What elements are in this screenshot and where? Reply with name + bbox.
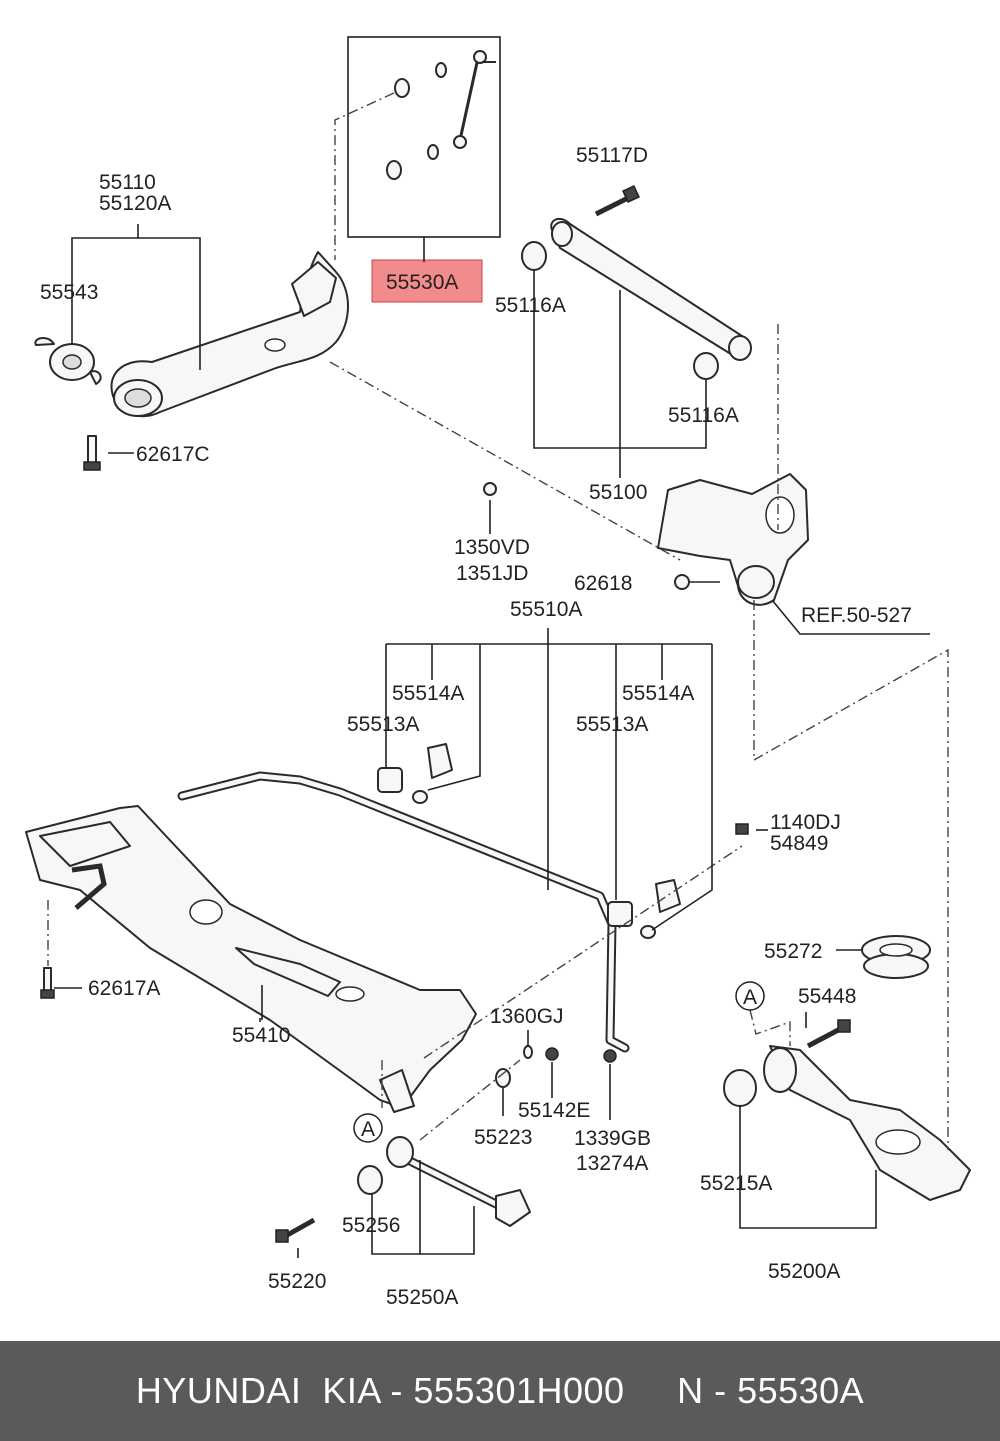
label-55110: 55110 [99, 171, 156, 194]
footer-ref-text: N - 55530A [624, 1370, 865, 1411]
label-1339GB: 1339GB [574, 1127, 651, 1150]
stabilizer-bar [177, 771, 630, 1053]
label-1351JD: 1351JD [456, 562, 528, 585]
label-55543: 55543 [40, 281, 98, 304]
part-labels: 55110 55120A 55543 62617C 55530A 55117D … [40, 144, 912, 1309]
label-55100: 55100 [589, 481, 647, 504]
label-55116A-bottom: 55116A [668, 404, 739, 427]
bushing-55543 [34, 337, 102, 385]
label-13274A: 13274A [576, 1152, 648, 1175]
label-62617A: 62617A [88, 977, 160, 1000]
svg-text:A: A [361, 1118, 375, 1141]
label-ref: REF.50-527 [801, 604, 912, 627]
lower-arm-55250A [275, 1045, 617, 1243]
label-55530A: 55530A [386, 271, 458, 294]
label-55116A-top: 55116A [495, 294, 566, 317]
label-55142E: 55142E [518, 1099, 590, 1122]
label-55117D: 55117D [576, 144, 648, 167]
label-55514A-right: 55514A [622, 682, 694, 705]
subframe-55410 [25, 805, 477, 1113]
label-55223: 55223 [474, 1126, 532, 1149]
footer-brand-text: HYUNDAI KIA - 555301H000 [135, 1370, 625, 1411]
marker-a-right: A [735, 981, 765, 1011]
marker-a-left: A [353, 1113, 383, 1143]
label-55272: 55272 [764, 940, 822, 963]
label-62618: 62618 [574, 572, 632, 595]
stabilizer-bushings [377, 743, 749, 939]
label-55510A: 55510A [510, 598, 582, 621]
label-55220: 55220 [268, 1270, 326, 1293]
label-55256: 55256 [342, 1214, 400, 1237]
label-62617C: 62617C [136, 443, 210, 466]
label-55200A: 55200A [768, 1260, 840, 1283]
label-55250A: 55250A [386, 1286, 458, 1309]
label-55514A-left: 55514A [392, 682, 464, 705]
lower-control-arm-55200A [723, 935, 971, 1201]
knuckle [483, 473, 809, 606]
label-55513A-left: 55513A [347, 713, 419, 736]
parts-diagram: 55110 55120A 55543 62617C 55530A 55117D … [25, 36, 971, 1309]
label-1140DJ: 1140DJ [770, 811, 841, 834]
upper-arm-55100 [521, 217, 752, 380]
label-55448: 55448 [798, 985, 856, 1008]
highlight-55530A-box [371, 259, 483, 303]
trailing-arm [110, 251, 349, 418]
bolt-55117D [594, 185, 640, 217]
label-54849: 54849 [770, 832, 828, 855]
bolt-62617C [83, 435, 101, 471]
label-1360GJ: 1360GJ [490, 1005, 564, 1028]
label-55120A: 55120A [99, 192, 171, 215]
leader-lines [54, 224, 930, 1258]
label-55215A: 55215A [700, 1172, 772, 1195]
label-55410: 55410 [232, 1024, 290, 1047]
label-55513A-right: 55513A [576, 713, 648, 736]
label-1350VD: 1350VD [454, 536, 530, 559]
stabilizer-link-box [347, 36, 501, 238]
footer-bar: HYUNDAI KIA - 555301H000 N - 55530A [0, 1341, 1000, 1441]
svg-text:A: A [743, 986, 757, 1009]
reference-lines [47, 92, 949, 1150]
